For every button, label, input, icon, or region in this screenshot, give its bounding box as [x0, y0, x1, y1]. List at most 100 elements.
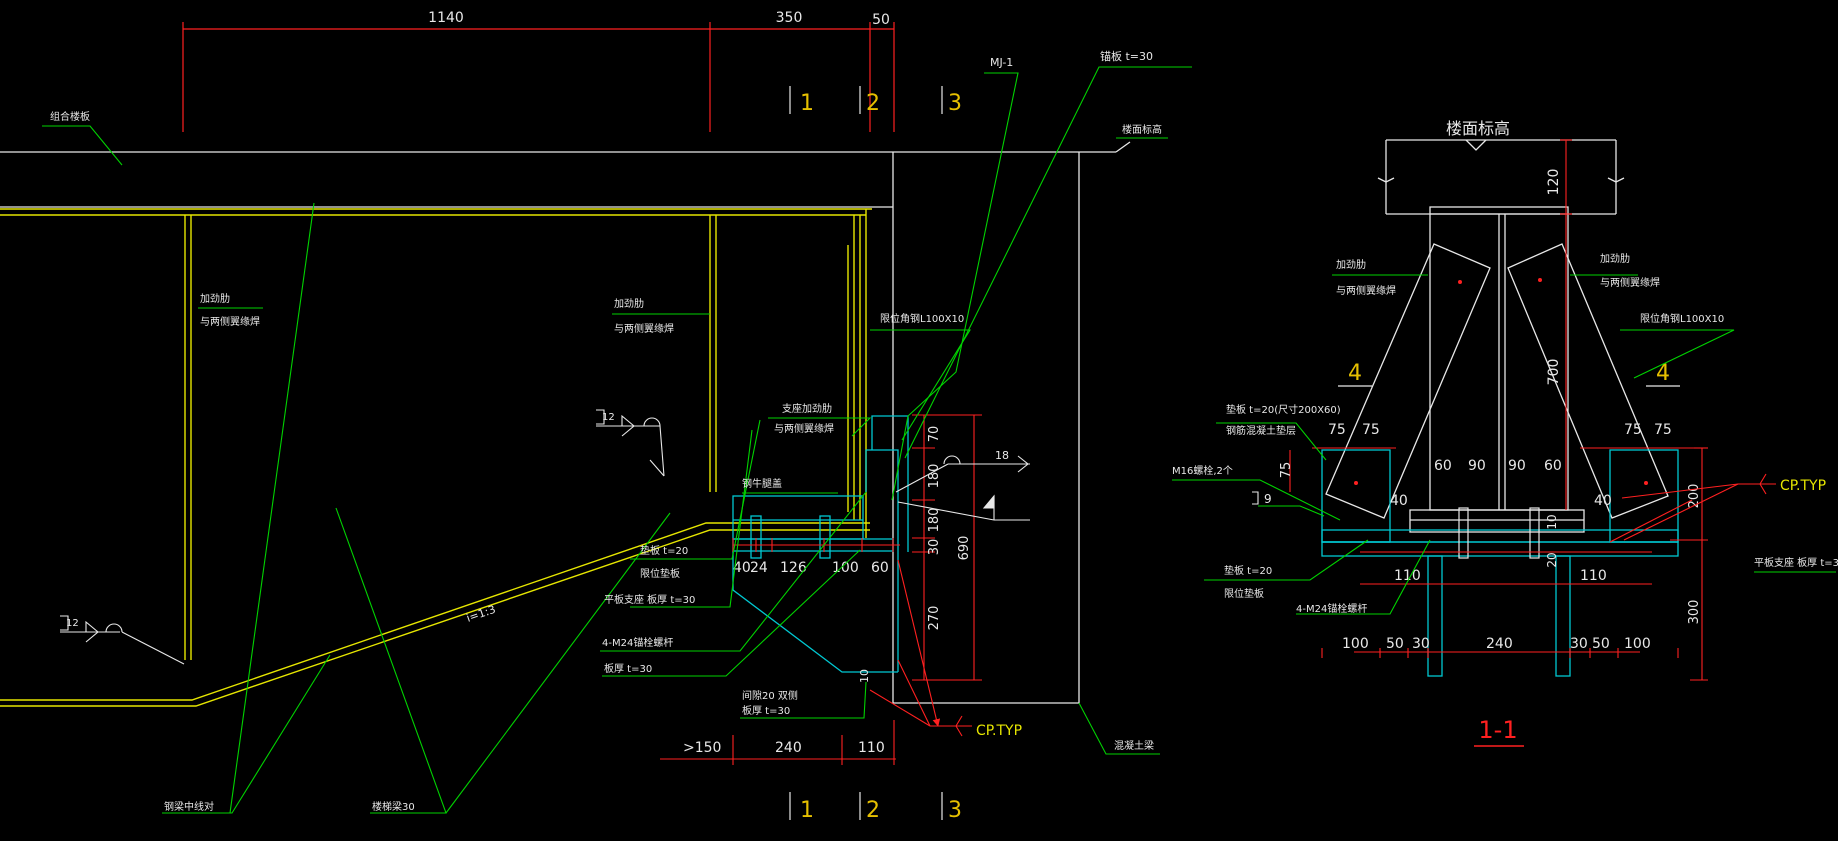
section-dim-200: 200 [1687, 484, 1702, 509]
section-bearing [1321, 449, 1679, 677]
slope-label: i=1:3 [465, 603, 498, 625]
marker-dot-3 [1354, 481, 1358, 485]
section-dim-240: 240 [1486, 636, 1513, 652]
section-dim-60-b: 60 [1544, 458, 1562, 474]
cp-typ-leaders-left [869, 559, 972, 737]
section-title: 1-1 [1478, 716, 1517, 744]
section-tag-pad-1: 垫板 t=20 [1224, 564, 1272, 577]
bearing-assembly [732, 415, 909, 673]
section-number-3-bottom: 3 [948, 798, 962, 823]
dim-v-70: 70 [927, 426, 942, 443]
section-dim-100-b: 100 [1624, 636, 1651, 652]
tag-support-stiffener-2: 与两侧翼缘焊 [774, 422, 834, 435]
tag-composite-slab: 组合楼板 [50, 110, 90, 123]
bottom-dimension-line [660, 720, 896, 765]
section-dim-110-a: 110 [1394, 568, 1421, 584]
tag-stair-beam: 楼梯梁30 [372, 800, 415, 813]
tag-stiffener-left-1: 加劲肋 [200, 292, 230, 305]
section-dim-100-a: 100 [1342, 636, 1369, 652]
section-tag-anchor: 4-M24锚栓螺杆 [1296, 602, 1367, 615]
section-dim-700: 700 [1546, 359, 1562, 386]
dim-100: 100 [832, 560, 859, 576]
tag-anchor-bolts: 4-M24锚栓螺杆 [602, 636, 673, 649]
section-dim-90-b: 90 [1508, 458, 1526, 474]
dim-40: 40 [733, 560, 751, 576]
section-1-1-view: 楼面标高 [1172, 119, 1838, 747]
tag-floor-level: 楼面标高 [1122, 123, 1162, 136]
section-number-2: 2 [866, 91, 880, 116]
section-dim-50-b: 50 [1592, 636, 1610, 652]
section-4-right: 4 [1656, 361, 1670, 386]
section-dim-300: 300 [1687, 600, 1702, 625]
tag-concrete-beam: 混凝土梁 [1114, 739, 1154, 752]
dim-240: 240 [775, 740, 802, 756]
tag-gap-1: 间隙20 双侧 [742, 689, 798, 702]
dim-10: 10 [858, 669, 871, 683]
section-markers-top [789, 86, 943, 114]
weld-18-label: 18 [995, 449, 1009, 462]
tag-cap-plate: 钢牛腿盖 [742, 477, 782, 490]
section-slab [1377, 139, 1625, 215]
section-number-1-bottom: 1 [800, 798, 814, 823]
section-dim-40-b: 40 [1594, 493, 1612, 509]
section-4-left: 4 [1348, 361, 1362, 386]
section-bolts [1458, 507, 1540, 559]
tag-gap-2: 板厚 t=30 [742, 704, 790, 717]
dim-126: 126 [780, 560, 807, 576]
section-number-2-bottom: 2 [866, 798, 880, 823]
tag-bottom-plate: 板厚 t=30 [604, 662, 652, 675]
leader-lines-elevation [42, 66, 1192, 814]
tag-support-stiffener-1: 支座加劲肋 [782, 402, 832, 415]
dim-gt-150: >150 [683, 740, 721, 756]
weld-12-label-upper: 12 [602, 412, 615, 423]
dim-24: 24 [750, 560, 768, 576]
top-dimension-line [182, 22, 895, 132]
tag-mj-1: MJ-1 [990, 56, 1013, 69]
cp-typ-label-left: CP.TYP [976, 723, 1022, 739]
section-tag-stiffener-l1: 加劲肋 [1336, 258, 1366, 271]
dim-v-180b: 180 [927, 508, 942, 533]
weld-symbol-12-upper [596, 409, 665, 477]
section-number-3: 3 [948, 91, 962, 116]
section-dim-20: 20 [1545, 552, 1559, 567]
section-tag-plate-2: 钢筋混凝土垫层 [1226, 424, 1296, 437]
tag-stiffener-mid-2: 与两侧翼缘焊 [614, 322, 674, 335]
section-tag-angle: 限位角钢L100X10 [1640, 312, 1724, 325]
tag-angle: 限位角钢L100X10 [880, 312, 964, 325]
dim-v-690: 690 [957, 536, 972, 561]
dim-v-270: 270 [927, 606, 942, 631]
section-dim-75-a: 75 [1328, 422, 1346, 438]
section-dim-60-a: 60 [1434, 458, 1452, 474]
section-dim-9: 9 [1264, 492, 1272, 506]
dim-60: 60 [871, 560, 889, 576]
cp-typ-leaders-right [1621, 473, 1776, 541]
section-dim-10: 10 [1545, 514, 1559, 529]
dim-1140: 1140 [428, 10, 464, 26]
section-dimension-lines [1289, 139, 1708, 681]
section-dim-75-v: 75 [1279, 462, 1294, 479]
steel-beam [0, 208, 872, 707]
tag-pad-t20-2: 限位垫板 [640, 567, 680, 580]
section-dim-75-d: 75 [1654, 422, 1672, 438]
section-dim-90-a: 90 [1468, 458, 1486, 474]
weld-symbol-18 [895, 455, 1030, 493]
dim-350: 350 [776, 10, 803, 26]
section-dim-110-b: 110 [1580, 568, 1607, 584]
bearing-vertical-dims [732, 414, 982, 681]
section-dim-30-a: 30 [1412, 636, 1430, 652]
section-dim-50-a: 50 [1386, 636, 1404, 652]
dim-50: 50 [872, 12, 890, 28]
dim-110: 110 [858, 740, 885, 756]
section-floor-level: 楼面标高 [1446, 119, 1510, 138]
marker-dot-1 [1458, 280, 1462, 284]
section-dim-120: 120 [1546, 169, 1562, 196]
tag-beam-weld: 钢梁中线对 [164, 800, 214, 813]
tag-stiffener-mid-1: 加劲肋 [614, 297, 644, 310]
section-beam [1325, 206, 1669, 533]
tag-slide-plate: 平板支座 板厚 t=30 [604, 593, 695, 606]
section-weld-9-symbol [1252, 491, 1259, 505]
dim-v-180a: 180 [927, 464, 942, 489]
section-markers-bottom [789, 792, 943, 820]
section-tag-stiffener-r1: 加劲肋 [1600, 252, 1630, 265]
marker-dot-4 [1644, 481, 1648, 485]
